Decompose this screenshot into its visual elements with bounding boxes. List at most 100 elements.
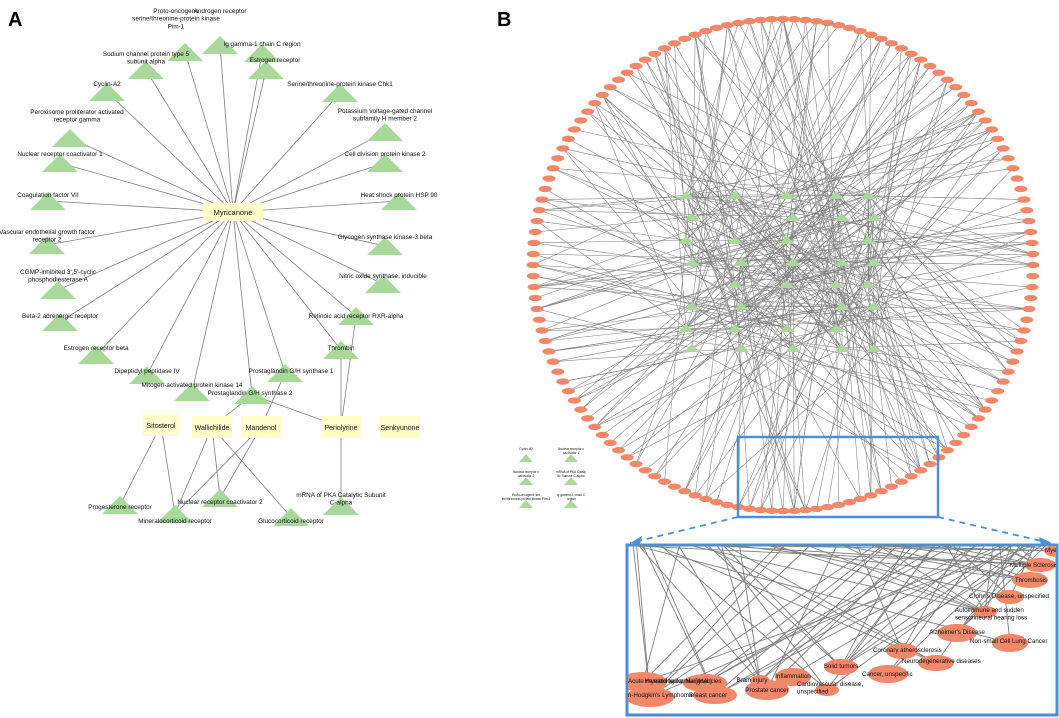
inset-disease-label: Crohn's Disease, unspecified [969, 593, 1050, 600]
target-disease-edge [685, 194, 1018, 352]
inset-disease-node [750, 675, 770, 687]
disease-node [821, 503, 835, 511]
target-label: Retinoic acid receptor RXR-alpha [309, 313, 404, 320]
target-disease-edge [532, 264, 788, 329]
inset-disease-node [868, 665, 908, 683]
target-target-edge [734, 261, 742, 329]
disease-node [1017, 327, 1031, 334]
disease-node [629, 62, 643, 70]
disease-node [1010, 175, 1024, 182]
target-node [779, 324, 795, 332]
target-disease-edge [792, 53, 912, 263]
inset-edge [1009, 546, 1036, 598]
target-label: Serine/threonine-protein kinase Chk1 [287, 81, 393, 88]
target-disease-edge [574, 239, 869, 401]
target-disease-edge [734, 86, 956, 241]
inset-edge [649, 546, 810, 698]
disease-node [588, 423, 602, 431]
highlight-box [736, 435, 940, 519]
target-disease-edge [760, 19, 788, 285]
inset-disease-label: Thrombosis [1015, 577, 1047, 584]
target-disease-edge [786, 283, 806, 511]
target-node [727, 236, 743, 244]
disease-node [940, 76, 954, 83]
inset-edge [714, 546, 886, 696]
disease-node [914, 56, 928, 63]
hub-edge [232, 92, 341, 213]
inset-disease-node [886, 643, 918, 659]
hub-label: Myricanone [214, 208, 253, 217]
target-label: Prostaglandin G/H synthase 1 [249, 368, 334, 375]
disease-node [532, 207, 546, 214]
target-target-edge [691, 283, 788, 349]
target-node [52, 129, 88, 147]
disease-node [574, 117, 588, 124]
target-disease-edge [835, 59, 921, 329]
disease-node [530, 217, 544, 225]
target-node [779, 236, 795, 244]
target-disease-edge [541, 305, 742, 331]
disease-node [535, 327, 549, 334]
target-target-edge [835, 261, 875, 329]
target-disease-edge [749, 21, 875, 349]
disease-node [561, 387, 575, 395]
target-node [727, 324, 743, 332]
disease-node [964, 99, 978, 107]
inset-edge [716, 546, 828, 691]
target-node [684, 213, 700, 221]
target-disease-edge [580, 305, 693, 410]
target-disease-edge [645, 59, 788, 285]
inset-edge [776, 546, 986, 613]
target-node [785, 344, 801, 352]
inset-edge [708, 546, 842, 668]
inset-disease-label: Coronary atherosclerosis [873, 647, 942, 654]
inset-edge [704, 546, 941, 684]
target-disease-edge [835, 283, 882, 492]
inset-edge [723, 546, 842, 668]
target-node [678, 191, 694, 199]
target-target-edge [740, 261, 794, 349]
inset-disease-label: Solid tumors [824, 663, 858, 670]
disease-node [595, 431, 609, 439]
disease-node [668, 483, 682, 490]
disease-node [648, 472, 662, 480]
target-node [860, 236, 876, 244]
target-node [128, 61, 164, 79]
inset-edge [946, 546, 986, 613]
disease-node [776, 507, 790, 515]
target-disease-edge [627, 72, 869, 196]
target-disease-edge [734, 283, 902, 482]
target-target-edge [734, 194, 869, 241]
disease-node [551, 368, 565, 375]
target-disease-edge [835, 102, 972, 196]
inset-edge [649, 546, 875, 698]
disease-node [581, 108, 595, 115]
inset-disease-node [628, 672, 667, 692]
target-node [866, 344, 882, 352]
target-disease-edge [873, 79, 948, 349]
disease-node [1010, 348, 1024, 355]
disease-node [971, 108, 985, 115]
disease-node [864, 31, 878, 38]
target-disease-edge [734, 30, 861, 285]
target-disease-edge [734, 194, 1034, 266]
disease-node [742, 505, 756, 512]
target-label: Estrogen receptor beta [63, 345, 128, 352]
inset-disease-node [918, 655, 954, 671]
target-node [367, 123, 403, 141]
inset-edge [739, 546, 761, 682]
target-disease-edge [786, 239, 979, 419]
disease-node [949, 83, 963, 91]
inset-edge [826, 546, 1025, 691]
inset-edge [714, 546, 1004, 696]
target-disease-edge [793, 19, 869, 196]
target-disease-edge [684, 283, 788, 492]
target-node [234, 386, 270, 404]
target-node [157, 505, 193, 523]
arrowhead [1039, 537, 1052, 545]
disease-node [538, 185, 552, 193]
compound-edge [211, 426, 221, 499]
inset-disease-label: Acute myeloid leukemia (AML) [628, 678, 712, 685]
